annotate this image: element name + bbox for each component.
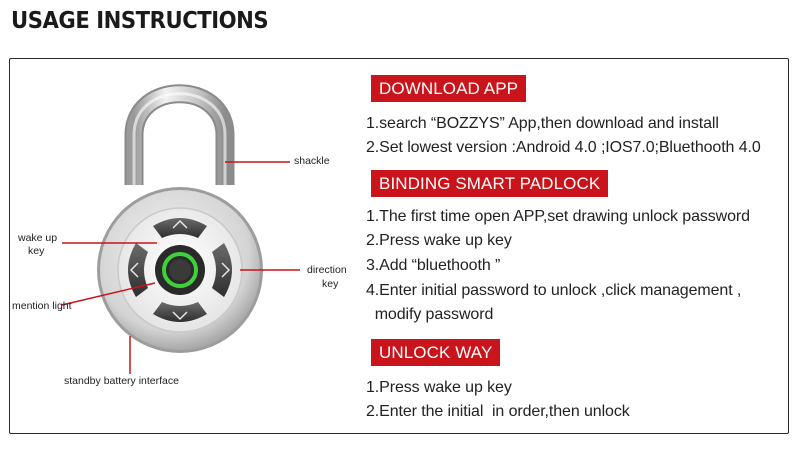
padlock-diagram: shackle wake up key mention light direct… [0,0,360,450]
up-key [153,218,207,238]
right-key [212,243,232,297]
section-heading-binding: BINDING SMART PADLOCK [371,170,609,197]
direction-key-label-2: key [322,278,339,290]
section-heading-download-app: DOWNLOAD APP [371,75,527,102]
wake-up-key-label-1: wake up [18,232,58,244]
callout-lines [61,161,300,374]
step-item: 1.search “BOZZYS” App,then download and … [366,115,719,132]
step-item: 2.Enter the initial in order,then unlock [366,403,630,420]
step-item: 1.The first time open APP,set drawing un… [366,208,750,225]
padlock-illustration [61,84,300,374]
left-key [128,243,148,297]
standby-battery-label: standby battery interface [64,375,179,387]
step-item: 1.Press wake up key [366,379,512,396]
step-item: modify password [366,306,494,323]
step-item: 3.Add “bluethooth ” [366,257,501,274]
section-heading-unlock-way: UNLOCK WAY [371,339,501,366]
direction-key-label-1: direction [307,264,347,276]
shackle-label: shackle [294,155,330,167]
step-item: 2.Press wake up key [366,232,512,249]
step-item: 4.Enter initial password to unlock ,clic… [366,282,742,299]
mention-light-ring [162,252,198,288]
wake-up-key [155,245,205,295]
mention-light-label: mention light [12,300,72,312]
instructions-frame [9,58,789,434]
page-title: USAGE INSTRUCTIONS [11,8,269,34]
direction-keys [128,218,232,322]
shackle [124,84,235,185]
step-item: 2.Set lowest version :Android 4.0 ;IOS7.… [366,139,761,156]
wake-up-key-label-2: key [28,245,45,257]
down-key [153,302,207,322]
